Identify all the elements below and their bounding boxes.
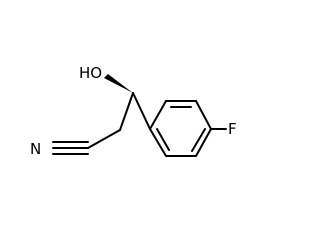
bond-ch2-to-stereocenter bbox=[119, 92, 134, 131]
wedge-bond-to-hydroxyl bbox=[104, 74, 133, 93]
atom-fluorine-label: F bbox=[228, 120, 237, 138]
bond-stereocenter-to-ring bbox=[132, 92, 151, 130]
molecule-structure: N HO F bbox=[30, 64, 237, 158]
atom-hydroxyl-label: HO bbox=[79, 64, 102, 82]
bond-nitrile-to-ch2 bbox=[87, 129, 121, 149]
nitrile-triple-bond bbox=[52, 141, 89, 155]
benzene-ring bbox=[149, 100, 212, 157]
atom-nitrogen-label: N bbox=[30, 140, 41, 158]
